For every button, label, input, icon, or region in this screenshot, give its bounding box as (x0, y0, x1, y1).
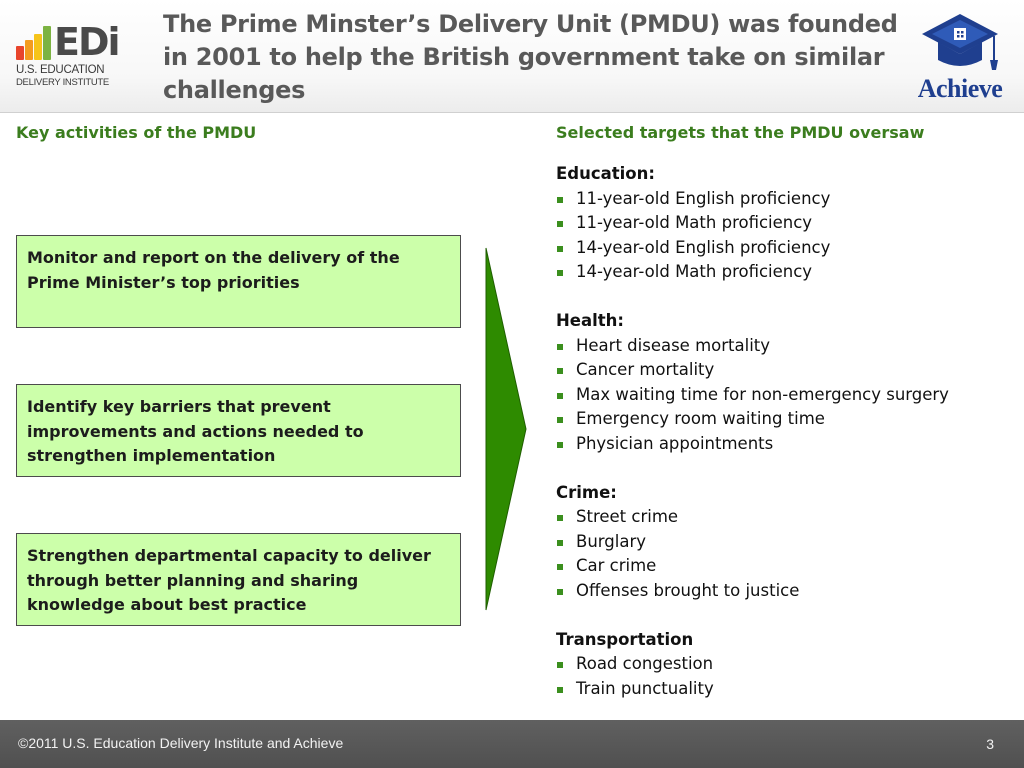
target-group-title: Transportation (556, 629, 694, 649)
square-bullet-icon (557, 441, 563, 448)
list-item-label: 11-year-old English proficiency (576, 188, 831, 208)
target-group-title: Health: (556, 311, 625, 330)
list-item: 11-year-old Math proficiency (556, 211, 1016, 236)
slide-title: The Prime Minster’s Delivery Unit (PMDU)… (163, 10, 898, 104)
target-group-health: Health: Heart disease mortality Cancer m… (556, 309, 1016, 456)
list-item-label: Emergency room waiting time (576, 409, 825, 428)
square-bullet-icon (557, 564, 563, 570)
activity-box-capacity: Strengthen departmental capacity to deli… (16, 533, 461, 626)
target-group-transportation: Transportation Road congestion Train pun… (556, 628, 1016, 702)
list-item: Heart disease mortality (556, 334, 1016, 359)
list-item: Physician appointments (556, 432, 1016, 457)
achieve-logo-word: Achieve (917, 74, 1003, 103)
graduation-cap-icon (922, 14, 998, 70)
edi-logo: EDi U.S. EDUCATION DELIVERY INSTITUTE (16, 20, 128, 90)
list-item: Offenses brought to justice (556, 579, 1016, 604)
square-bullet-icon (557, 515, 563, 521)
list-item-label: Road congestion (576, 654, 714, 673)
targets-heading: Selected targets that the PMDU oversaw (556, 123, 925, 142)
square-bullet-icon (557, 270, 563, 276)
square-bullet-icon (557, 588, 563, 595)
right-arrow-icon (485, 247, 527, 611)
list-item-label: 14-year-old English proficiency (576, 237, 831, 257)
copyright-text: ©2011 U.S. Education Delivery Institute … (18, 735, 344, 751)
list-item: Burglary (556, 530, 1016, 555)
square-bullet-icon (557, 662, 563, 668)
list-item: Street crime (556, 505, 1016, 530)
list-item-label: Train punctuality (576, 678, 714, 698)
edi-logo-line2: DELIVERY INSTITUTE (16, 77, 109, 88)
square-bullet-icon (557, 392, 563, 399)
header-divider (0, 112, 1024, 113)
list-item-label: Physician appointments (576, 433, 774, 453)
page-number: 3 (986, 736, 994, 752)
list-item-label: Heart disease mortality (576, 335, 771, 355)
list-item-label: Street crime (576, 507, 679, 526)
target-group-education: Education: 11-year-old English proficien… (556, 162, 1016, 285)
activities-heading: Key activities of the PMDU (16, 123, 257, 142)
square-bullet-icon (557, 343, 563, 350)
square-bullet-icon (557, 686, 563, 693)
list-item: 14-year-old Math proficiency (556, 260, 1016, 285)
slide-footer: ©2011 U.S. Education Delivery Institute … (0, 720, 1024, 768)
list-item: 11-year-old English proficiency (556, 187, 1016, 212)
list-item: 14-year-old English proficiency (556, 236, 1016, 261)
targets-list: Education: 11-year-old English proficien… (556, 162, 1016, 726)
slide-header: EDi U.S. EDUCATION DELIVERY INSTITUTE Th… (0, 0, 1024, 112)
achieve-logo: Achieve (910, 12, 1010, 103)
list-item-label: Max waiting time for non-emergency surge… (576, 384, 949, 404)
list-item: Max waiting time for non-emergency surge… (556, 383, 1016, 408)
list-item: Car crime (556, 554, 1016, 579)
square-bullet-icon (557, 221, 563, 227)
activity-box-barriers: Identify key barriers that prevent impro… (16, 384, 461, 477)
list-item: Train punctuality (556, 677, 1016, 702)
square-bullet-icon (557, 368, 563, 374)
list-item-label: 11-year-old Math proficiency (576, 213, 813, 232)
list-item-label: 14-year-old Math proficiency (576, 262, 813, 281)
activity-box-monitor: Monitor and report on the delivery of th… (16, 235, 461, 328)
target-group-title: Education: (556, 164, 655, 183)
edi-logo-line1: U.S. EDUCATION (16, 64, 105, 76)
target-group-title: Crime: (556, 482, 617, 502)
list-item-label: Offenses brought to justice (576, 580, 800, 600)
target-group-crime: Crime: Street crime Burglary Car crime O… (556, 481, 1016, 604)
list-item-label: Cancer mortality (576, 360, 715, 379)
list-item: Cancer mortality (556, 358, 1016, 383)
square-bullet-icon (557, 196, 563, 203)
list-item: Emergency room waiting time (556, 407, 1016, 432)
edi-logo-word: EDi (54, 20, 121, 64)
square-bullet-icon (557, 539, 563, 546)
list-item-label: Burglary (576, 531, 646, 551)
list-item-label: Car crime (576, 556, 657, 575)
edi-bars-icon (16, 26, 52, 60)
square-bullet-icon (557, 417, 563, 423)
list-item: Road congestion (556, 652, 1016, 677)
square-bullet-icon (557, 245, 563, 252)
